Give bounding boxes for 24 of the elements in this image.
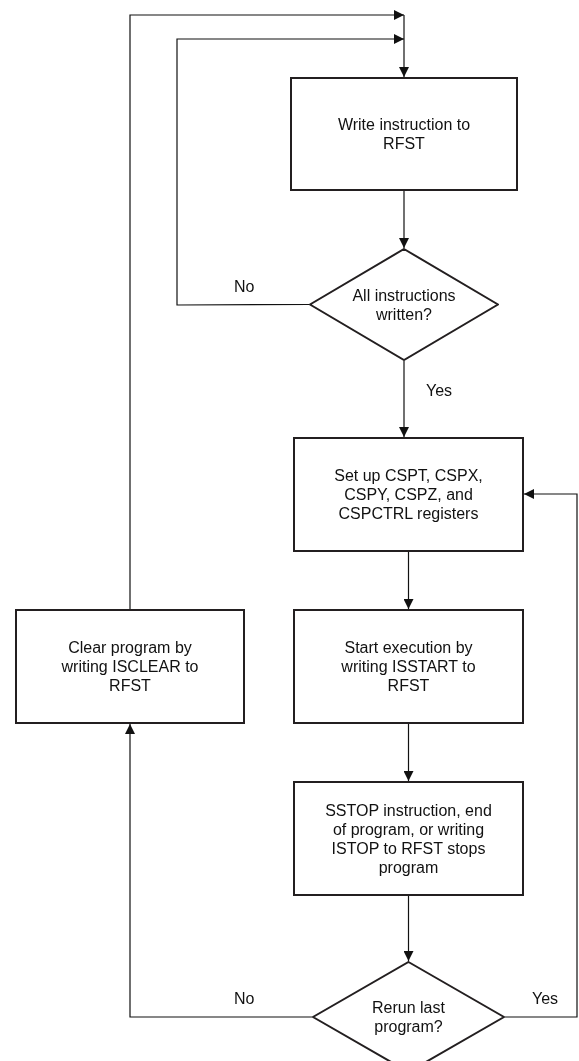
process-box (290, 77, 518, 191)
step-text: All instructions written? (351, 285, 457, 324)
arrow (176, 34, 405, 306)
arrow (399, 190, 409, 249)
step-text: Start execution by writing ISSTART to RFST (340, 638, 477, 695)
process-box (15, 609, 245, 724)
process-box (293, 609, 524, 724)
step-text: Clear program by writing ISCLEAR to RFST (60, 638, 200, 695)
step-text: SSTOP instruction, end of program, or writing ISTOP to RFST stops program (324, 800, 493, 877)
step-text: Set up CSPT, CSPX, CSPY, CSPZ, and CSPCTRL registers (333, 466, 484, 523)
step-text: Rerun last program? (371, 998, 446, 1036)
arrow (399, 14, 409, 78)
step-text: Write instruction to RFST (336, 115, 472, 153)
arrow (403, 551, 414, 610)
arrow (125, 723, 313, 1018)
decision-diamond (312, 961, 505, 1061)
arrow (129, 10, 405, 610)
process-box (293, 437, 524, 552)
process-box (293, 781, 524, 896)
decision-diamond (309, 248, 499, 361)
arrow (399, 360, 409, 438)
arrow (504, 489, 578, 1018)
arrow (403, 723, 414, 782)
arrow (403, 895, 414, 962)
